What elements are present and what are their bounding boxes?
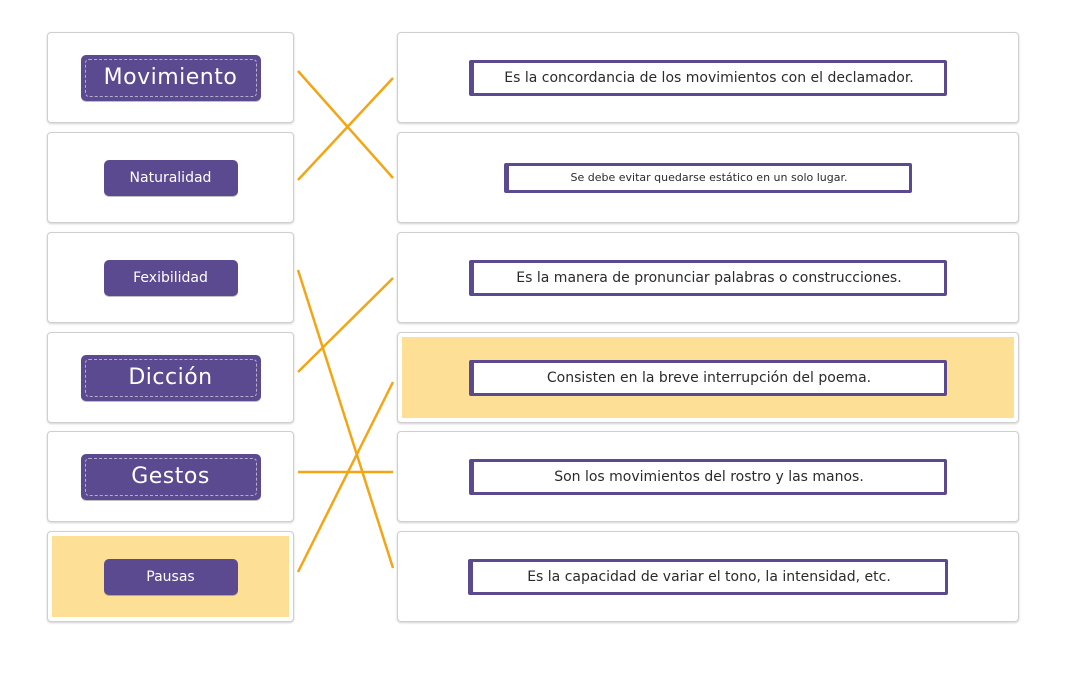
- definition-box[interactable]: Es la capacidad de variar el tono, la in…: [468, 558, 948, 595]
- term-card-gestos[interactable]: Gestos: [47, 431, 294, 522]
- term-tag[interactable]: Movimiento: [80, 54, 261, 101]
- connector-line: [297, 70, 394, 179]
- connector-line: [297, 77, 394, 181]
- definition-box[interactable]: Son los movimientos del rostro y las man…: [469, 458, 947, 495]
- term-tag[interactable]: Pausas: [103, 558, 238, 595]
- definition-card-5[interactable]: Son los movimientos del rostro y las man…: [397, 431, 1019, 522]
- term-card-fexibilidad[interactable]: Fexibilidad: [47, 232, 294, 323]
- term-tag[interactable]: Naturalidad: [103, 159, 238, 196]
- definition-card-4[interactable]: Consisten en la breve interrupción del p…: [397, 332, 1019, 423]
- definition-card-1[interactable]: Es la concordancia de los movimientos co…: [397, 32, 1019, 123]
- connector-line: [296, 381, 395, 573]
- definition-box[interactable]: Es la manera de pronunciar palabras o co…: [469, 259, 947, 296]
- definition-card-6[interactable]: Es la capacidad de variar el tono, la in…: [397, 531, 1019, 622]
- term-card-pausas[interactable]: Pausas: [47, 531, 294, 622]
- definition-card-2[interactable]: Se debe evitar quedarse estático en un s…: [397, 132, 1019, 223]
- term-card-naturalidad[interactable]: Naturalidad: [47, 132, 294, 223]
- term-tag[interactable]: Fexibilidad: [103, 259, 238, 296]
- definition-card-3[interactable]: Es la manera de pronunciar palabras o co…: [397, 232, 1019, 323]
- definition-box[interactable]: Consisten en la breve interrupción del p…: [469, 359, 947, 396]
- connector-line: [297, 277, 394, 373]
- term-card-movimiento[interactable]: Movimiento: [47, 32, 294, 123]
- term-card-diccion[interactable]: Dicción: [47, 332, 294, 423]
- definition-box[interactable]: Es la concordancia de los movimientos co…: [469, 59, 947, 96]
- term-tag[interactable]: Gestos: [80, 453, 261, 500]
- connector-line: [296, 269, 395, 569]
- term-tag[interactable]: Dicción: [80, 354, 261, 401]
- definition-box[interactable]: Se debe evitar quedarse estático en un s…: [504, 162, 912, 193]
